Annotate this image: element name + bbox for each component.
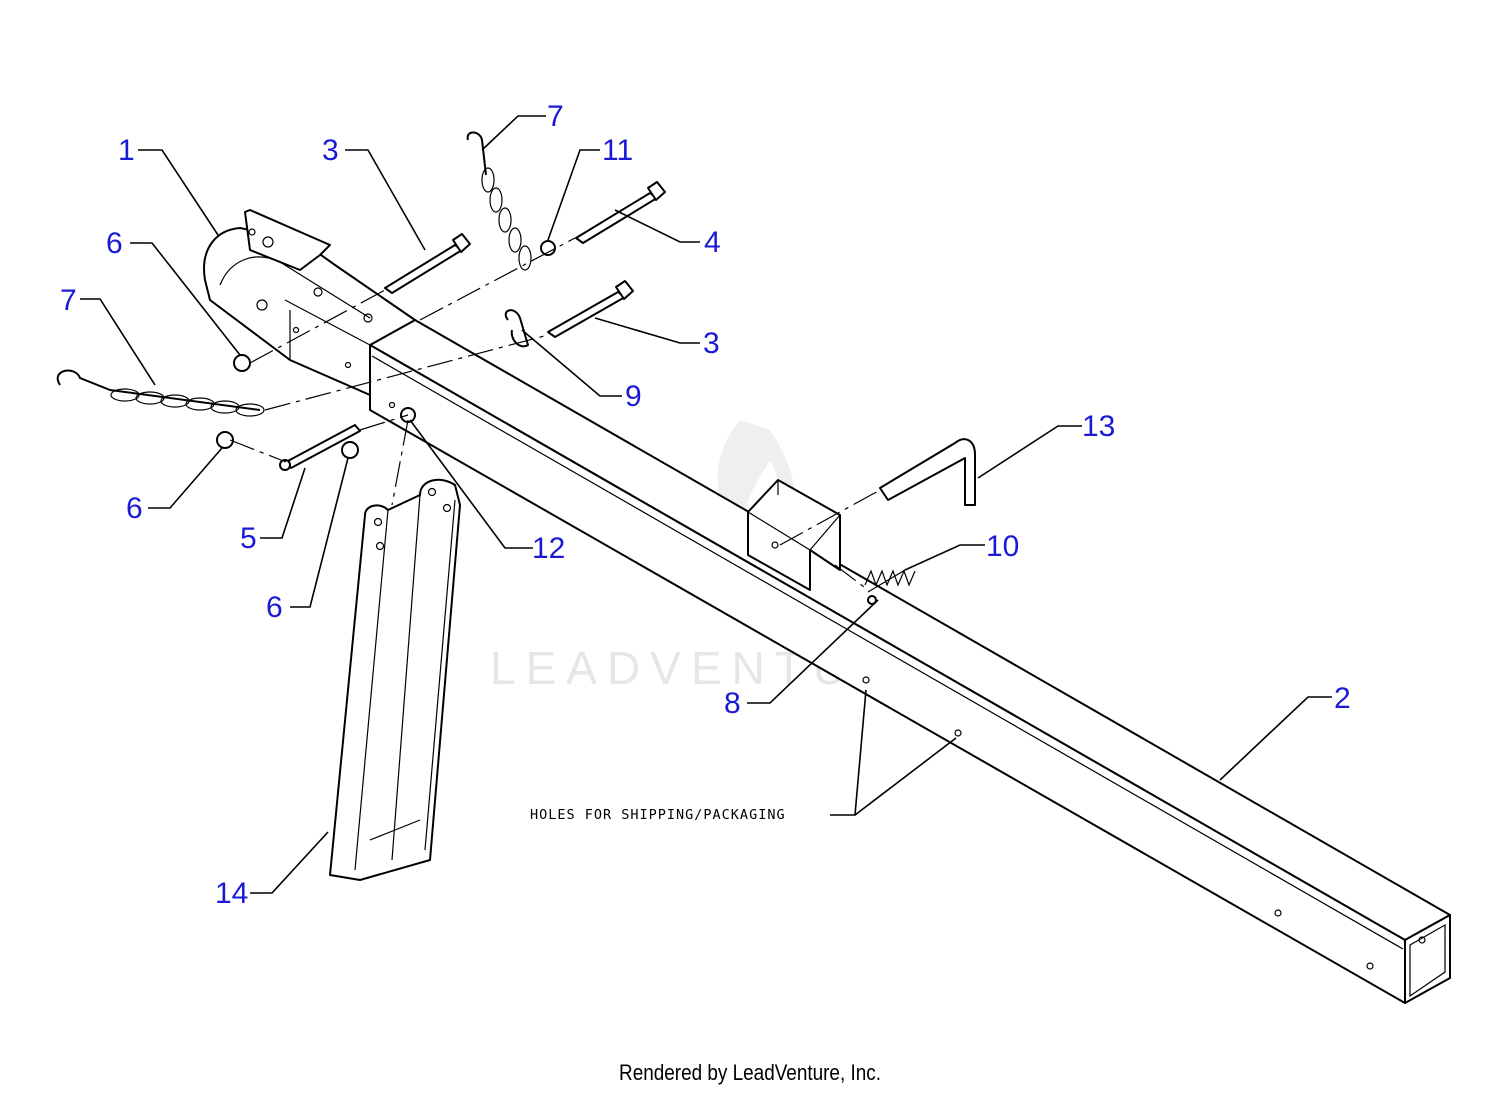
callout-6-lower: 6 (126, 492, 143, 525)
jack-pin-13 (879, 438, 976, 506)
jack-stand (329, 478, 461, 881)
callout-11: 11 (602, 134, 633, 167)
callout-3-top: 3 (322, 134, 339, 167)
callout-7-top: 7 (547, 100, 564, 133)
callout-9: 9 (625, 380, 642, 413)
callout-6-upper: 6 (106, 227, 123, 260)
nut-6b (216, 431, 234, 449)
safety-chain-top (466, 131, 532, 271)
callout-5: 5 (240, 522, 257, 555)
callout-3-mid: 3 (703, 327, 720, 360)
callout-14: 14 (215, 877, 248, 910)
leader-lines (80, 115, 1332, 894)
footer-credit: Rendered by LeadVenture, Inc. (619, 1060, 881, 1085)
bolt-5 (279, 424, 361, 471)
callout-7-left: 7 (60, 284, 77, 317)
hitch-coupler (203, 209, 416, 396)
callout-10: 10 (986, 530, 1019, 563)
callout-6-bottom: 6 (266, 591, 283, 624)
bolt-4 (575, 181, 666, 244)
bolt-3-mid (547, 280, 634, 338)
safety-chain-left (56, 369, 265, 417)
spring-10 (864, 569, 916, 593)
callout-2: 2 (1334, 682, 1351, 715)
callout-13: 13 (1082, 410, 1115, 443)
callout-12: 12 (532, 532, 565, 565)
callout-4: 4 (704, 226, 721, 259)
washer-11 (540, 240, 556, 256)
nut-6a (233, 354, 251, 372)
bolt-3-top (384, 233, 471, 294)
callout-1: 1 (118, 134, 135, 167)
jack-bracket (747, 479, 841, 591)
callout-8: 8 (724, 687, 741, 720)
shipping-holes-note: HOLES FOR SHIPPING/PACKAGING (530, 807, 786, 823)
nut-6c (341, 441, 359, 459)
pin-8 (867, 595, 877, 605)
assembly-centerlines (229, 237, 881, 591)
callout-labels: 1 2 3 3 4 5 6 6 6 7 7 8 9 10 11 12 13 14 (60, 100, 1351, 910)
